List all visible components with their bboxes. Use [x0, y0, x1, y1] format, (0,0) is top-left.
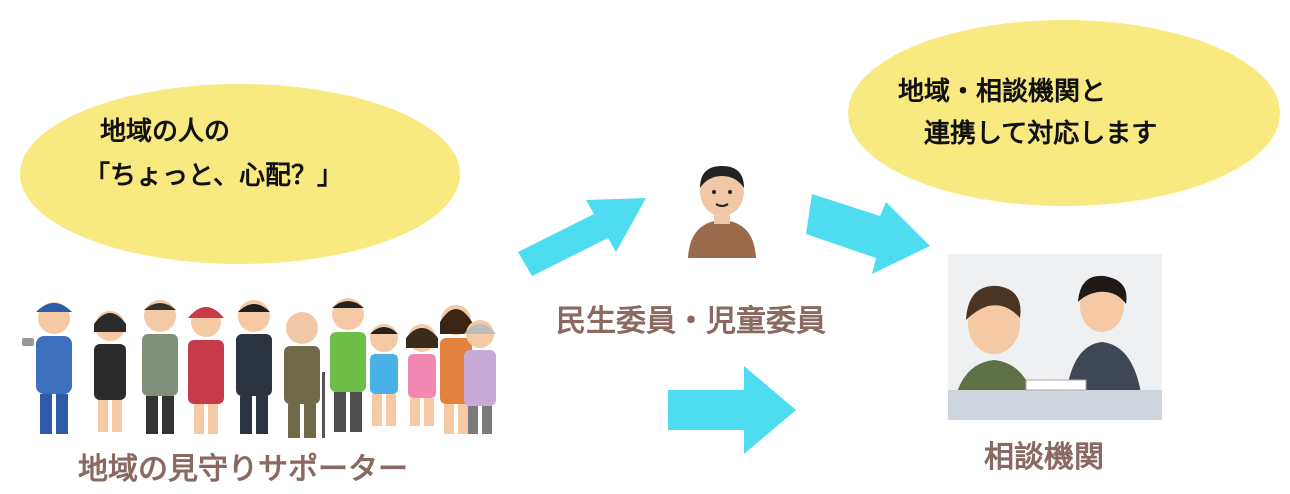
- concern-bubble: [20, 84, 460, 264]
- concern-bubble-line1: 地域の人の: [100, 117, 231, 147]
- collaboration-bubble: [848, 20, 1280, 206]
- collaboration-bubble-line2: 連携して対応します: [924, 119, 1158, 149]
- person-shop-woman: [188, 307, 224, 434]
- person-worker: [22, 302, 72, 434]
- person-boy: [370, 324, 398, 426]
- arrow-right-icon: [668, 366, 796, 454]
- arrow-right-icon: [518, 182, 646, 282]
- man-portrait-icon: [676, 158, 768, 258]
- collaboration-bubble-line1: 地域・相談機関と: [898, 77, 1107, 107]
- agency-label: 相談機関: [984, 440, 1104, 475]
- arrow-right-icon: [806, 186, 930, 280]
- person-office-woman: [94, 311, 126, 432]
- person-elderly-woman: [464, 320, 496, 434]
- person-elderly-man: [284, 312, 325, 438]
- person-girl: [406, 324, 438, 426]
- person-factory-worker: [142, 300, 178, 434]
- concern-bubble-line2: 「ちょっと、心配？」: [84, 161, 343, 191]
- commissioner-label: 民生委員・児童委員: [556, 304, 826, 339]
- community-people-group-icon: [12, 290, 502, 440]
- supporters-label: 地域の見守りサポーター: [78, 452, 408, 487]
- person-glasses-man: [330, 298, 366, 432]
- consultation-desk-icon: [948, 254, 1162, 420]
- person-businessman: [236, 300, 272, 434]
